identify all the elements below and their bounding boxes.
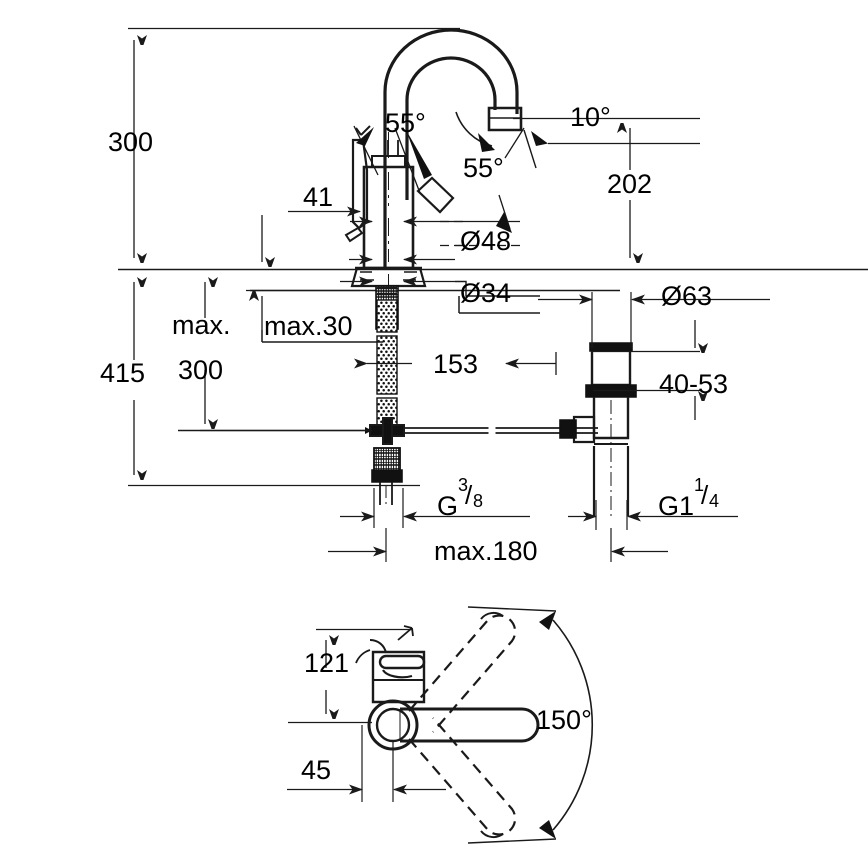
g114-slash: / bbox=[701, 480, 709, 510]
diameter-symbol-b: Ø bbox=[460, 278, 482, 308]
arc-150-arrow-bottom bbox=[539, 820, 556, 839]
arrow-d48 bbox=[496, 212, 512, 233]
plan-lever-hint-left bbox=[369, 638, 387, 654]
angle-label-55-lower: 55° bbox=[463, 155, 504, 182]
dim-label-45: 45 bbox=[301, 755, 332, 785]
dim-10deg-arrowhead bbox=[531, 131, 548, 146]
angle-55-upper-value: 55 bbox=[385, 108, 416, 138]
arc-55b bbox=[455, 111, 493, 147]
diameter-symbol-c: Ø bbox=[661, 281, 683, 311]
leader-55b bbox=[394, 127, 421, 194]
g114-numerator: 1 bbox=[694, 475, 705, 495]
dim-label-dia-63: Ø63 bbox=[661, 283, 712, 310]
dim-label-dia-34: Ø34 bbox=[460, 280, 511, 307]
degree-symbol-d: ° bbox=[581, 705, 592, 735]
leader-55a bbox=[353, 125, 379, 176]
angle-label-150: 150° bbox=[536, 707, 592, 734]
angle-label-55-upper: 55° bbox=[385, 110, 426, 137]
plan-ghost-spout-upper bbox=[408, 614, 517, 733]
plan-lever-motion-arrow bbox=[397, 625, 414, 641]
shank-thread-mid bbox=[376, 335, 398, 395]
g114-prefix: G1 bbox=[658, 491, 695, 521]
supply-coupling bbox=[373, 447, 401, 473]
g114-fraction: 1/4 bbox=[694, 476, 720, 515]
dim-label-max-180: max.180 bbox=[434, 536, 538, 566]
angle-55-lower-value: 55 bbox=[463, 153, 494, 183]
leader-d34 bbox=[455, 280, 540, 297]
outlet-axis-line bbox=[523, 129, 537, 169]
dim-label-max-300: 300 bbox=[178, 355, 224, 385]
dia-63-value: 63 bbox=[682, 281, 713, 311]
g38-slash: / bbox=[465, 480, 473, 510]
plan-body-hint-arc bbox=[355, 649, 371, 664]
plan-body-inner bbox=[375, 707, 411, 743]
arc-150-arrow-top bbox=[539, 611, 556, 630]
degree-symbol-b: ° bbox=[493, 153, 504, 183]
popup-rod-socket bbox=[572, 415, 596, 444]
shank-thread-upper bbox=[376, 299, 398, 333]
angle-10-value: 10 bbox=[570, 102, 601, 132]
plan-lever-body bbox=[371, 650, 426, 704]
degree-symbol-c: ° bbox=[600, 102, 611, 132]
plan-ghost-tip-lower bbox=[480, 830, 504, 839]
arc-150-radial-top bbox=[467, 606, 557, 612]
dim-label-max: max. bbox=[172, 310, 231, 340]
vertical-ref-10deg bbox=[504, 127, 525, 159]
plan-lever-curve bbox=[382, 669, 413, 679]
dashed-d48-pair bbox=[440, 220, 468, 247]
arrow-55b bbox=[406, 130, 432, 179]
plan-ghost-tip-upper bbox=[480, 611, 504, 620]
popup-rod-nut bbox=[559, 419, 577, 439]
dim-label-300: 300 bbox=[108, 127, 154, 157]
dim-label-dia-48: Ø48 bbox=[460, 228, 511, 255]
arc-150-radial-bottom bbox=[467, 838, 557, 844]
arc-150deg bbox=[552, 619, 594, 831]
spout-stub bbox=[387, 140, 399, 156]
g114-denominator: 4 bbox=[709, 491, 720, 511]
lever-tip bbox=[355, 125, 371, 136]
drain-flange-gasket bbox=[589, 342, 633, 352]
dia-34-value: 34 bbox=[481, 278, 512, 308]
plan-ghost-spout-lower bbox=[408, 717, 517, 836]
dim-label-41: 41 bbox=[303, 182, 334, 212]
supply-nut bbox=[371, 469, 403, 483]
dim-label-max-30: max.30 bbox=[264, 311, 353, 341]
arrow-arc-55b bbox=[478, 133, 495, 152]
spout-inner-profile bbox=[405, 56, 497, 200]
lever-ghost-position bbox=[416, 176, 455, 214]
dim-label-121: 121 bbox=[304, 648, 350, 678]
g38-prefix: G bbox=[437, 491, 459, 521]
degree-symbol-a: ° bbox=[415, 108, 426, 138]
drain-tailpipe bbox=[592, 446, 630, 516]
angle-150-value: 150 bbox=[536, 705, 582, 735]
hose-tee-stem bbox=[382, 417, 393, 445]
dim-label-202: 202 bbox=[607, 169, 653, 199]
plan-lever-arm bbox=[378, 654, 426, 670]
diameter-symbol-a: Ø bbox=[460, 226, 482, 256]
lever-grip bbox=[344, 226, 364, 243]
g38-denominator: 8 bbox=[473, 491, 484, 511]
shank-nut-faces bbox=[377, 286, 397, 296]
plan-spout-outline bbox=[400, 707, 540, 743]
dim-label-40-53: 40-53 bbox=[659, 369, 729, 399]
dia-48-value: 48 bbox=[481, 226, 512, 256]
spout-outer-profile bbox=[383, 28, 519, 270]
g38-fraction: 3/8 bbox=[458, 476, 484, 515]
drain-flange-body bbox=[590, 351, 632, 387]
angle-label-10: 10° bbox=[570, 104, 611, 131]
dim-label-153: 153 bbox=[433, 349, 479, 379]
aerator-outlet bbox=[487, 106, 523, 132]
g38-numerator: 3 bbox=[458, 475, 469, 495]
arrow-55a bbox=[356, 127, 374, 146]
dim-label-415: 415 bbox=[100, 358, 146, 388]
